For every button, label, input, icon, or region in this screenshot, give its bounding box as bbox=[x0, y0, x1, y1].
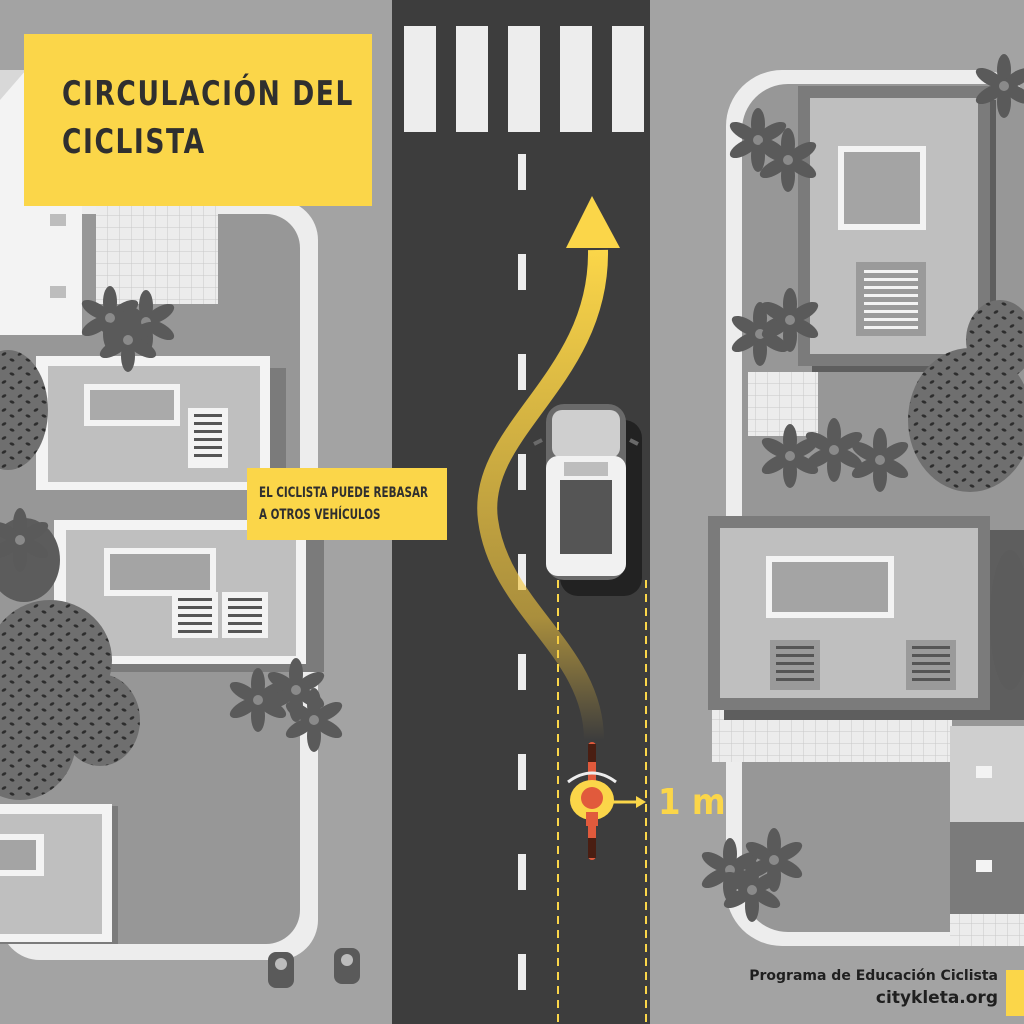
overtake-note: EL CICLISTA PUEDE REBASAR A OTROS VEHÍCU… bbox=[247, 468, 447, 540]
note-line-1: EL CICLISTA PUEDE REBASAR bbox=[259, 485, 428, 501]
distance-label: 1 m bbox=[658, 782, 726, 823]
footer-program: Programa de Educación Ciclista bbox=[749, 968, 998, 984]
distance-arrow bbox=[612, 796, 646, 808]
left-block bbox=[0, 70, 324, 960]
page-title: CIRCULACIÓN DEL CICLISTA bbox=[62, 70, 354, 166]
footer-accent-bar bbox=[1006, 970, 1024, 1016]
title-box: CIRCULACIÓN DEL CICLISTA bbox=[24, 34, 372, 206]
overtaking-path bbox=[477, 249, 609, 741]
center-line bbox=[518, 154, 526, 990]
title-line-1: CIRCULACIÓN DEL bbox=[62, 74, 354, 114]
crosswalk-icon bbox=[404, 26, 644, 132]
note-line-2: A OTROS VEHÍCULOS bbox=[259, 507, 381, 523]
footer-site[interactable]: citykleta.org bbox=[875, 988, 998, 1008]
arrow-up-icon bbox=[566, 196, 620, 248]
tree-icon bbox=[698, 54, 1024, 922]
car-icon bbox=[533, 404, 642, 596]
cyclist-icon bbox=[567, 742, 617, 860]
right-block bbox=[708, 70, 1024, 946]
motorbike-icon bbox=[268, 948, 360, 988]
tree-icon bbox=[0, 286, 346, 800]
title-line-2: CICLISTA bbox=[62, 122, 206, 162]
